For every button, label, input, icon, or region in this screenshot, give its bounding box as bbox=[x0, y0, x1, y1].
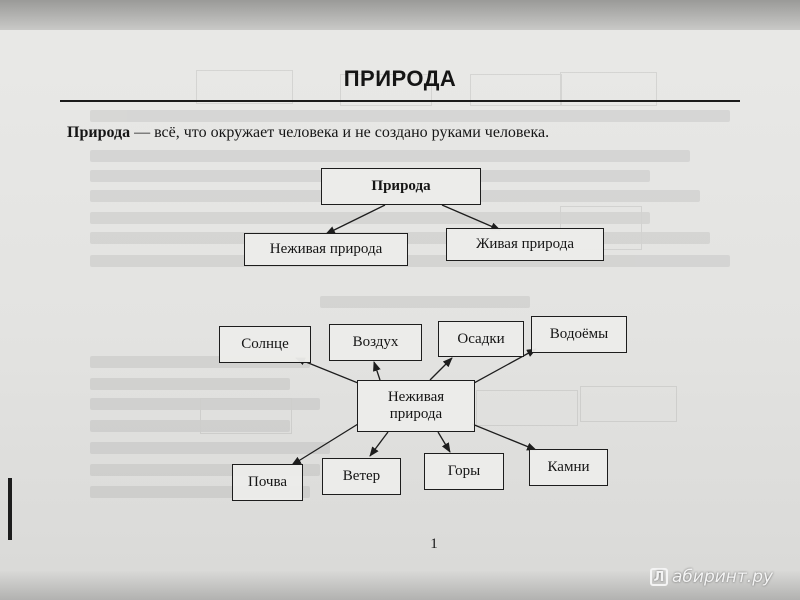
box-stones: Камни bbox=[529, 449, 608, 486]
box-waterbodies: Водоёмы bbox=[531, 316, 627, 353]
box-air: Воздух bbox=[329, 324, 422, 361]
arrow-center-to-waterbodies bbox=[473, 348, 537, 384]
box-sun: Солнце bbox=[219, 326, 311, 363]
watermark: Л абиринт.ру bbox=[650, 566, 773, 588]
box-living-nature: Живая природа bbox=[446, 228, 604, 261]
box-wind: Ветер bbox=[322, 458, 401, 495]
arrow-root-to-nonliving bbox=[325, 204, 386, 235]
definition-paragraph: Природа — всё, что окружает человека и н… bbox=[67, 124, 747, 142]
arrow-center-to-soil bbox=[291, 423, 359, 466]
labirint-logo-icon: Л bbox=[650, 568, 668, 586]
box-nature: Природа bbox=[321, 168, 481, 205]
title-divider bbox=[60, 100, 740, 102]
definition-text: — всё, что окружает человека и не создан… bbox=[130, 124, 550, 141]
box-nonliving-center: Неживая природа bbox=[357, 380, 475, 432]
arrow-center-to-precipitation bbox=[429, 357, 453, 381]
arrow-center-to-wind bbox=[369, 431, 389, 457]
box-mountains: Горы bbox=[424, 453, 504, 490]
page-title: ПРИРОДА bbox=[343, 66, 457, 91]
definition-term: Природа bbox=[67, 124, 131, 141]
arrow-root-to-living bbox=[441, 204, 501, 231]
arrow-center-to-stones bbox=[471, 423, 537, 451]
box-precipitation: Осадки bbox=[438, 321, 524, 357]
page-top-shadow bbox=[0, 0, 800, 30]
box-nonliving-nature: Неживая природа bbox=[244, 233, 408, 266]
box-soil: Почва bbox=[232, 464, 303, 501]
watermark-text: абиринт.ру bbox=[672, 567, 774, 587]
binding-mark bbox=[8, 478, 12, 540]
arrow-center-to-air bbox=[373, 361, 381, 381]
arrow-center-to-mountains bbox=[437, 431, 451, 453]
page-number: 1 bbox=[430, 536, 438, 552]
